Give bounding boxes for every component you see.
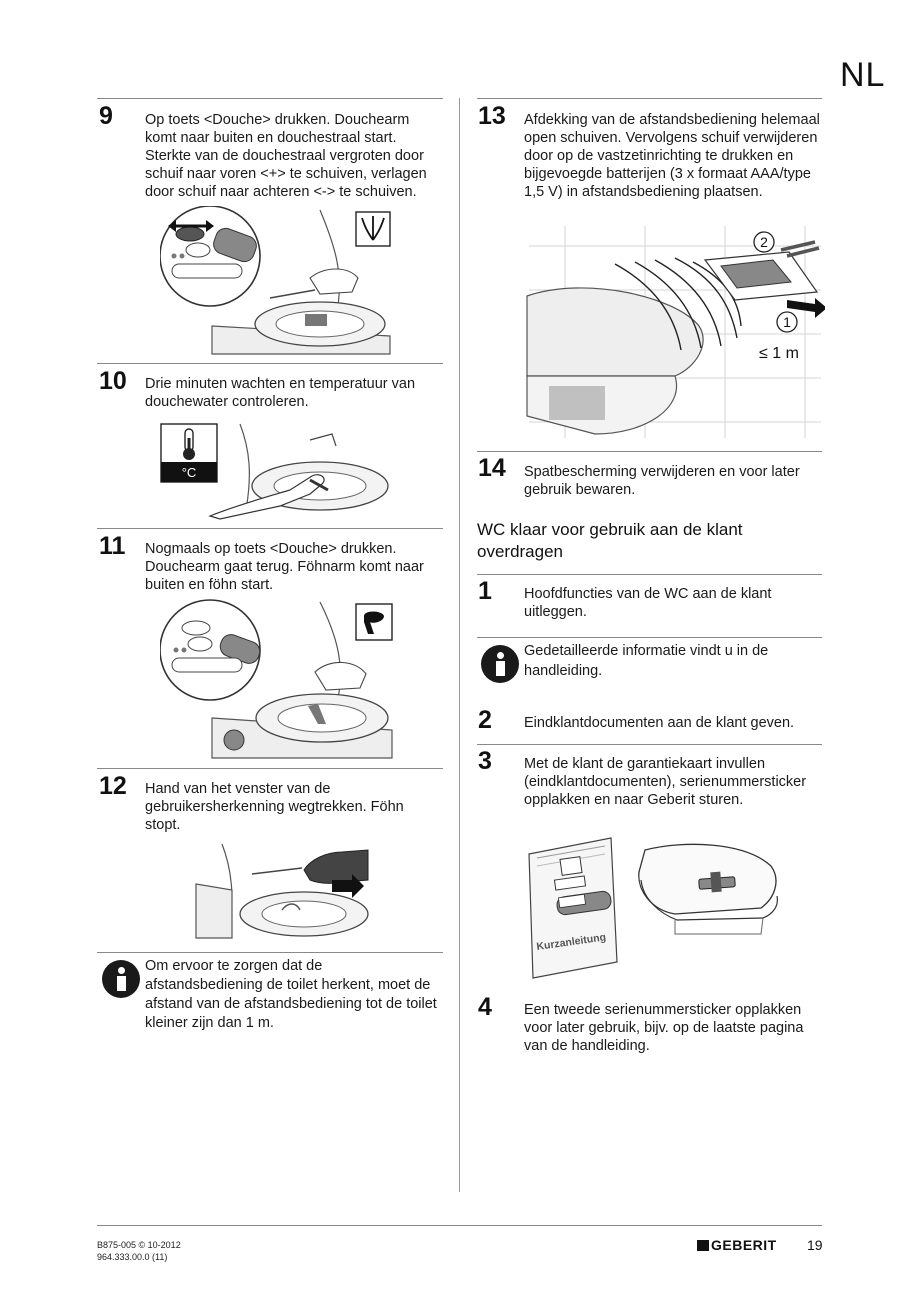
brand-square-icon (697, 1240, 709, 1251)
note-text: Gedetailleerde informatie vindt u in de … (524, 643, 769, 679)
step-number: 2 (478, 706, 492, 734)
step-rule (97, 528, 443, 529)
remote-batteries-illustration: 2 1 ≤ 1 m (526, 226, 825, 438)
brand-logo: GEBERIT (697, 1237, 777, 1253)
footer-document-info: B875-005 © 10-2012 964.333.00.0 (11) (97, 1239, 181, 1263)
step-number: 13 (478, 102, 506, 130)
info-icon (102, 960, 140, 998)
step-number: 9 (99, 102, 113, 130)
info-icon (481, 645, 519, 683)
hand-withdraw-illustration (195, 843, 369, 939)
step-number: 10 (99, 367, 127, 395)
step-text: Hoofdfuncties van de WC aan de klant uit… (524, 586, 772, 620)
step-number: 1 (478, 577, 492, 605)
brand-name: GEBERIT (711, 1237, 777, 1253)
step-text: Drie minuten wachten en temperatuur van … (145, 376, 416, 410)
footer-rule (97, 1225, 822, 1226)
step-text: Met de klant de garantiekaart invullen (… (524, 756, 807, 808)
dryer-start-illustration (160, 599, 393, 759)
temperature-check-illustration: °C (160, 423, 389, 520)
note-rule (97, 952, 443, 953)
language-code: NL (840, 56, 886, 94)
step-text: Nogmaals op toets <Douche> drukken. Douc… (145, 541, 424, 593)
column-divider (459, 98, 460, 1192)
step-rule (477, 451, 822, 452)
step-number: 3 (478, 747, 492, 775)
step-text: Een tweede serienummersticker opplakken … (524, 1002, 804, 1054)
step-rule (97, 363, 443, 364)
step-rule (477, 574, 822, 575)
footer-doc-code: B875-005 © 10-2012 (97, 1240, 181, 1250)
step-rule (477, 98, 822, 99)
page-number: 19 (807, 1237, 823, 1253)
step-rule (97, 768, 443, 769)
step-rule (97, 98, 443, 99)
distance-label: ≤ 1 m (759, 345, 799, 362)
step-number: 11 (99, 532, 126, 560)
section-heading: WC klaar voor gebruik aan de klant overd… (477, 520, 743, 561)
step-number: 4 (478, 993, 492, 1021)
callout-2: 2 (760, 234, 768, 250)
step-text: Eindklantdocumenten aan de klant geven. (524, 715, 795, 731)
temperature-unit-label: °C (182, 465, 197, 480)
step-text: Afdekking van de afstandsbediening helem… (524, 112, 820, 200)
shower-start-illustration (160, 206, 391, 355)
step-text: Hand van het venster van de gebruikershe… (145, 781, 404, 833)
step-number: 12 (99, 772, 127, 800)
note-text: Om ervoor te zorgen dat de afstandsbedie… (145, 958, 437, 1031)
documents-sticker-illustration: Kurzanleitung (528, 837, 778, 979)
step-rule (477, 744, 822, 745)
step-text: Op toets <Douche> drukken. Douchearm kom… (145, 112, 427, 200)
step-number: 14 (478, 454, 506, 482)
step-text: Spatbescherming verwijderen en voor late… (524, 464, 800, 498)
note-rule (477, 637, 822, 638)
footer-doc-number: 964.333.00.0 (11) (97, 1252, 168, 1262)
callout-1: 1 (783, 314, 791, 330)
